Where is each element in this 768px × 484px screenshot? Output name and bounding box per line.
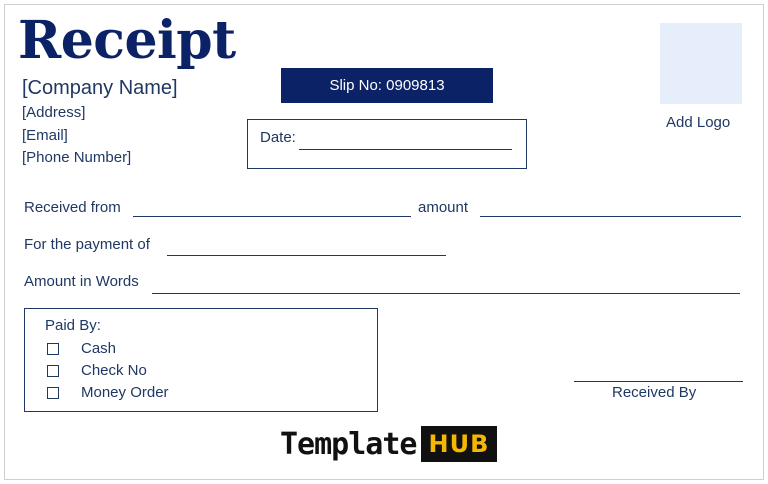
- received-from-line[interactable]: [133, 216, 411, 217]
- paid-by-option-check[interactable]: Check No: [47, 362, 147, 379]
- brand-logo-accent: HUB: [420, 426, 498, 462]
- amount-label: amount: [418, 199, 469, 216]
- brand-logo-text: Template: [280, 426, 417, 462]
- amount-words-label: Amount in Words: [24, 273, 139, 290]
- checkbox-icon[interactable]: [47, 386, 59, 399]
- received-by-label: Received By: [612, 384, 697, 401]
- date-label: Date:: [260, 129, 296, 146]
- receipt-title: Receipt: [18, 10, 236, 71]
- date-input-line[interactable]: [299, 149, 512, 150]
- logo-label: Add Logo: [666, 114, 731, 131]
- company-email: [Email]: [22, 127, 68, 144]
- company-address: [Address]: [22, 104, 86, 121]
- option-label: Check No: [81, 362, 147, 379]
- company-phone: [Phone Number]: [22, 149, 132, 166]
- paid-by-title: Paid By:: [45, 317, 101, 334]
- signature-line[interactable]: [574, 381, 743, 382]
- payment-of-line[interactable]: [167, 255, 446, 256]
- checkbox-icon[interactable]: [47, 342, 59, 355]
- received-from-label: Received from: [24, 199, 121, 216]
- paid-by-box: Paid By: Cash Check No Money Order: [24, 308, 378, 412]
- slip-number-label: Slip No: 0909813: [329, 77, 445, 94]
- payment-of-label: For the payment of: [24, 236, 150, 253]
- amount-words-line[interactable]: [152, 293, 740, 294]
- slip-number-badge: Slip No: 0909813: [281, 68, 493, 103]
- checkbox-icon[interactable]: [47, 364, 59, 377]
- paid-by-option-money-order[interactable]: Money Order: [47, 384, 169, 401]
- amount-line[interactable]: [480, 216, 741, 217]
- company-name: [Company Name]: [22, 77, 178, 99]
- paid-by-option-cash[interactable]: Cash: [47, 340, 116, 357]
- date-box: Date:: [247, 119, 527, 169]
- brand-logo: Template HUB: [280, 425, 498, 463]
- option-label: Cash: [81, 340, 117, 357]
- option-label: Money Order: [81, 384, 169, 401]
- logo-placeholder[interactable]: [660, 23, 742, 104]
